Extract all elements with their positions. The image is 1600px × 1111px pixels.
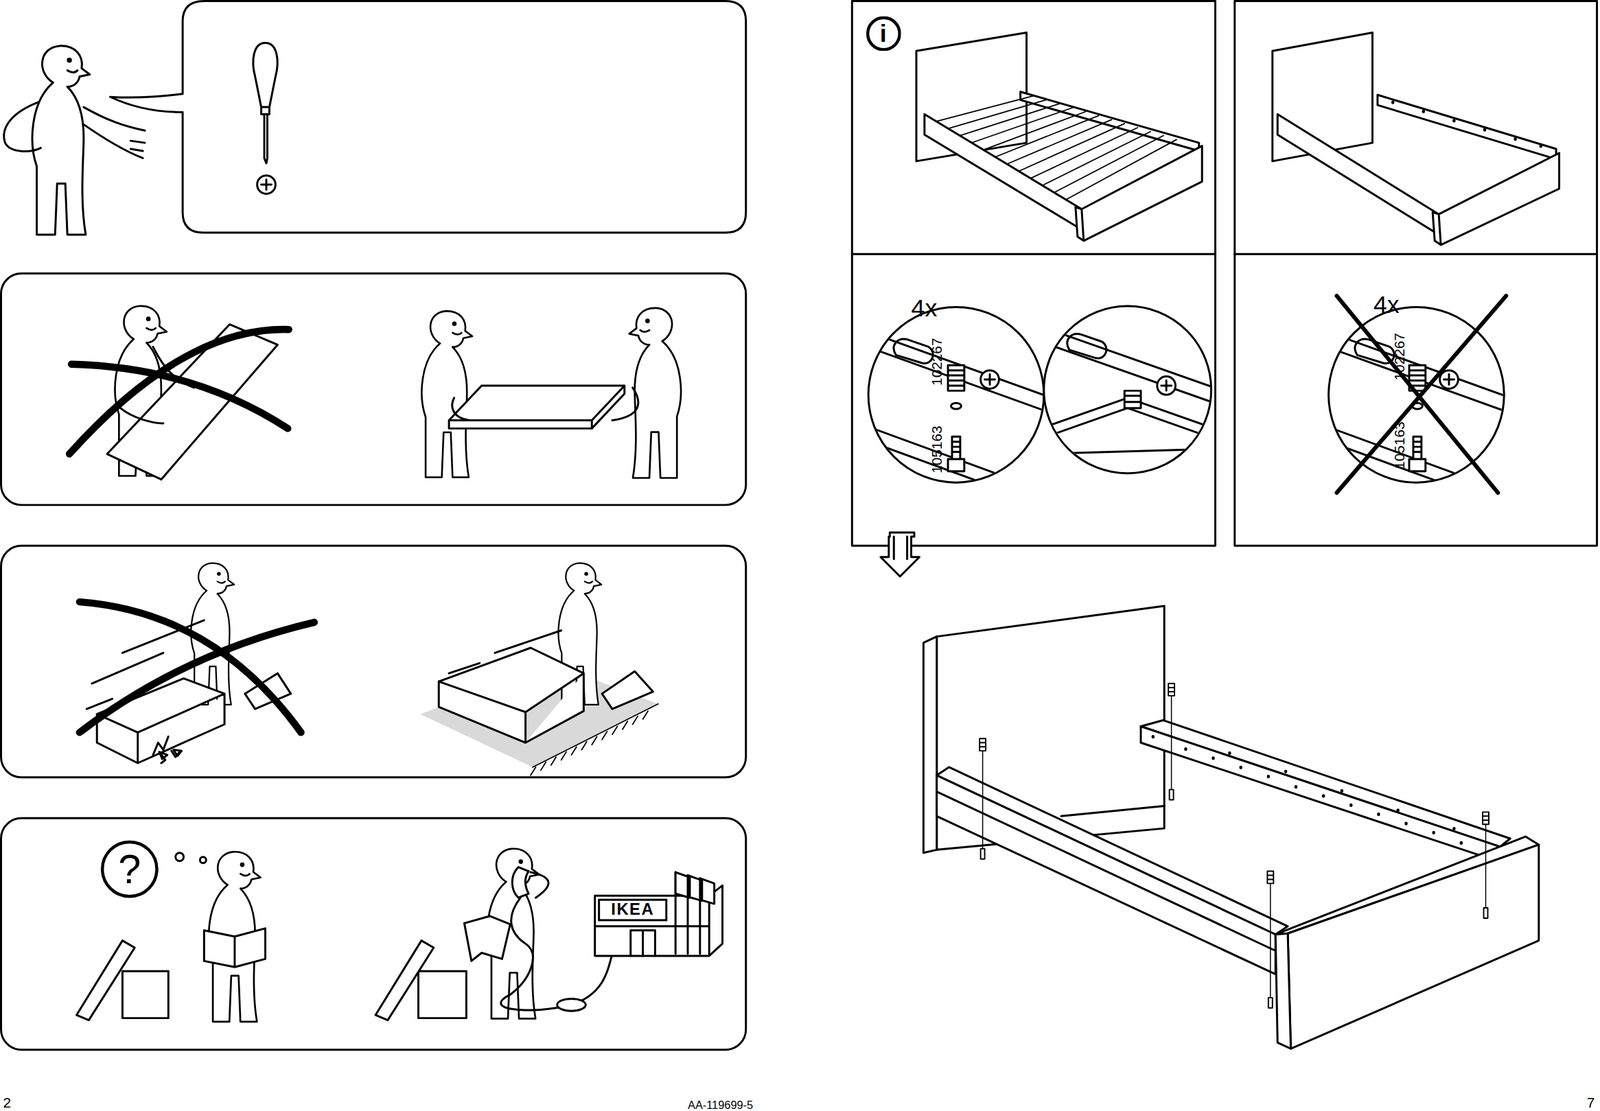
- figure-arm: [4, 102, 42, 152]
- flags: [675, 872, 714, 904]
- page-number: 2: [2, 1096, 11, 1111]
- zoom-circle: [868, 306, 1045, 483]
- hole: [951, 402, 962, 410]
- floor-edge: [1061, 805, 1165, 817]
- node-text: ?: [118, 849, 141, 890]
- speech-bubble: [110, 0, 747, 233]
- circle-shape: [102, 842, 157, 897]
- figure-arm: [530, 872, 549, 898]
- box: [96, 678, 225, 764]
- cam-screw: [980, 790, 1489, 1009]
- page-number: 7: [1586, 1096, 1596, 1111]
- bed-rail: [1377, 94, 1557, 160]
- node-text: IKEA: [610, 901, 655, 919]
- board: [448, 385, 625, 429]
- rail-holes: [1392, 102, 1541, 147]
- screw-head: [257, 175, 276, 195]
- part-number: 105163: [1392, 421, 1407, 469]
- cam-cross: [984, 374, 996, 386]
- figure-arm: [452, 387, 639, 421]
- node-text: i: [879, 21, 888, 46]
- floor-lines: [448, 630, 562, 674]
- screw-cross: [261, 179, 272, 191]
- info-circle: i: [866, 16, 902, 52]
- cam-cross: [1161, 380, 1172, 392]
- zoom-detail: [867, 331, 1047, 506]
- footboard: [1075, 146, 1202, 241]
- rail-edges: [867, 331, 1047, 506]
- box: [438, 647, 584, 743]
- zoom-detail: [1326, 331, 1506, 506]
- rail-edges: [1326, 331, 1506, 506]
- figure-leg: [601, 671, 653, 710]
- cam-lock: [1440, 370, 1459, 390]
- screw: [979, 683, 1489, 884]
- store-door: [630, 930, 656, 957]
- bed-rail: [936, 775, 1277, 975]
- store-sign: IKEA: [597, 899, 668, 922]
- cam-lock: [980, 370, 1000, 390]
- part-number: 102267: [1392, 332, 1407, 381]
- debris: [159, 750, 182, 760]
- panel-frame: [1234, 0, 1598, 546]
- bed-rail: [1140, 720, 1511, 848]
- zoom-detail: [1040, 326, 1215, 455]
- question-circle: ?: [100, 839, 160, 899]
- dowel: [947, 365, 965, 391]
- footboard-edge: [1275, 933, 1291, 1049]
- panel-frame: [0, 273, 746, 505]
- quantity: 4x: [1373, 293, 1400, 318]
- quantity: 4x: [911, 295, 938, 321]
- screwdriver: [253, 42, 278, 163]
- divider: [851, 253, 1215, 256]
- panel-frame: [851, 0, 1215, 546]
- manual: [464, 916, 510, 961]
- divider: [1234, 253, 1598, 256]
- footboard: [1287, 844, 1539, 1049]
- thought-dot: [175, 853, 184, 862]
- bed-rail: [1140, 726, 1500, 863]
- cam-lock: [1157, 376, 1176, 396]
- box-lid: [76, 941, 135, 1021]
- phone-base: [557, 998, 587, 1012]
- phone: [512, 867, 529, 899]
- box-lid: [375, 941, 434, 1021]
- footboard: [1432, 153, 1559, 246]
- circle-shape: [867, 17, 900, 51]
- panel-frame: [0, 545, 746, 778]
- cross-mark: [79, 601, 315, 733]
- board: [107, 324, 278, 480]
- screw-guide: [982, 693, 1487, 1003]
- bolt: [947, 436, 965, 472]
- slot: [1067, 334, 1107, 359]
- rail-holes: [1153, 736, 1462, 843]
- manual: [203, 928, 265, 968]
- box: [418, 971, 467, 1018]
- headboard-edge: [923, 636, 937, 854]
- figure-arm: [83, 107, 145, 158]
- bed-rail: [936, 767, 1288, 935]
- next-arrow: [880, 532, 920, 577]
- bolt: [1409, 436, 1426, 472]
- part-number: 105163: [929, 425, 944, 473]
- cross-mark: [69, 329, 289, 454]
- dowel: [1124, 390, 1141, 408]
- figure: [421, 310, 473, 478]
- slot: [893, 339, 933, 364]
- panel-frame: [0, 818, 746, 1050]
- thought-dot: [199, 857, 206, 864]
- figure: [629, 308, 681, 479]
- box: [122, 971, 169, 1018]
- part-number: 102267: [929, 337, 944, 386]
- bed-rail: [1277, 114, 1439, 235]
- document-code: AA-119699-5: [687, 1100, 753, 1111]
- bed-rail: [924, 114, 1082, 230]
- cam-cross: [1444, 374, 1455, 386]
- figure: [32, 45, 90, 235]
- cross-mark: [1336, 295, 1506, 493]
